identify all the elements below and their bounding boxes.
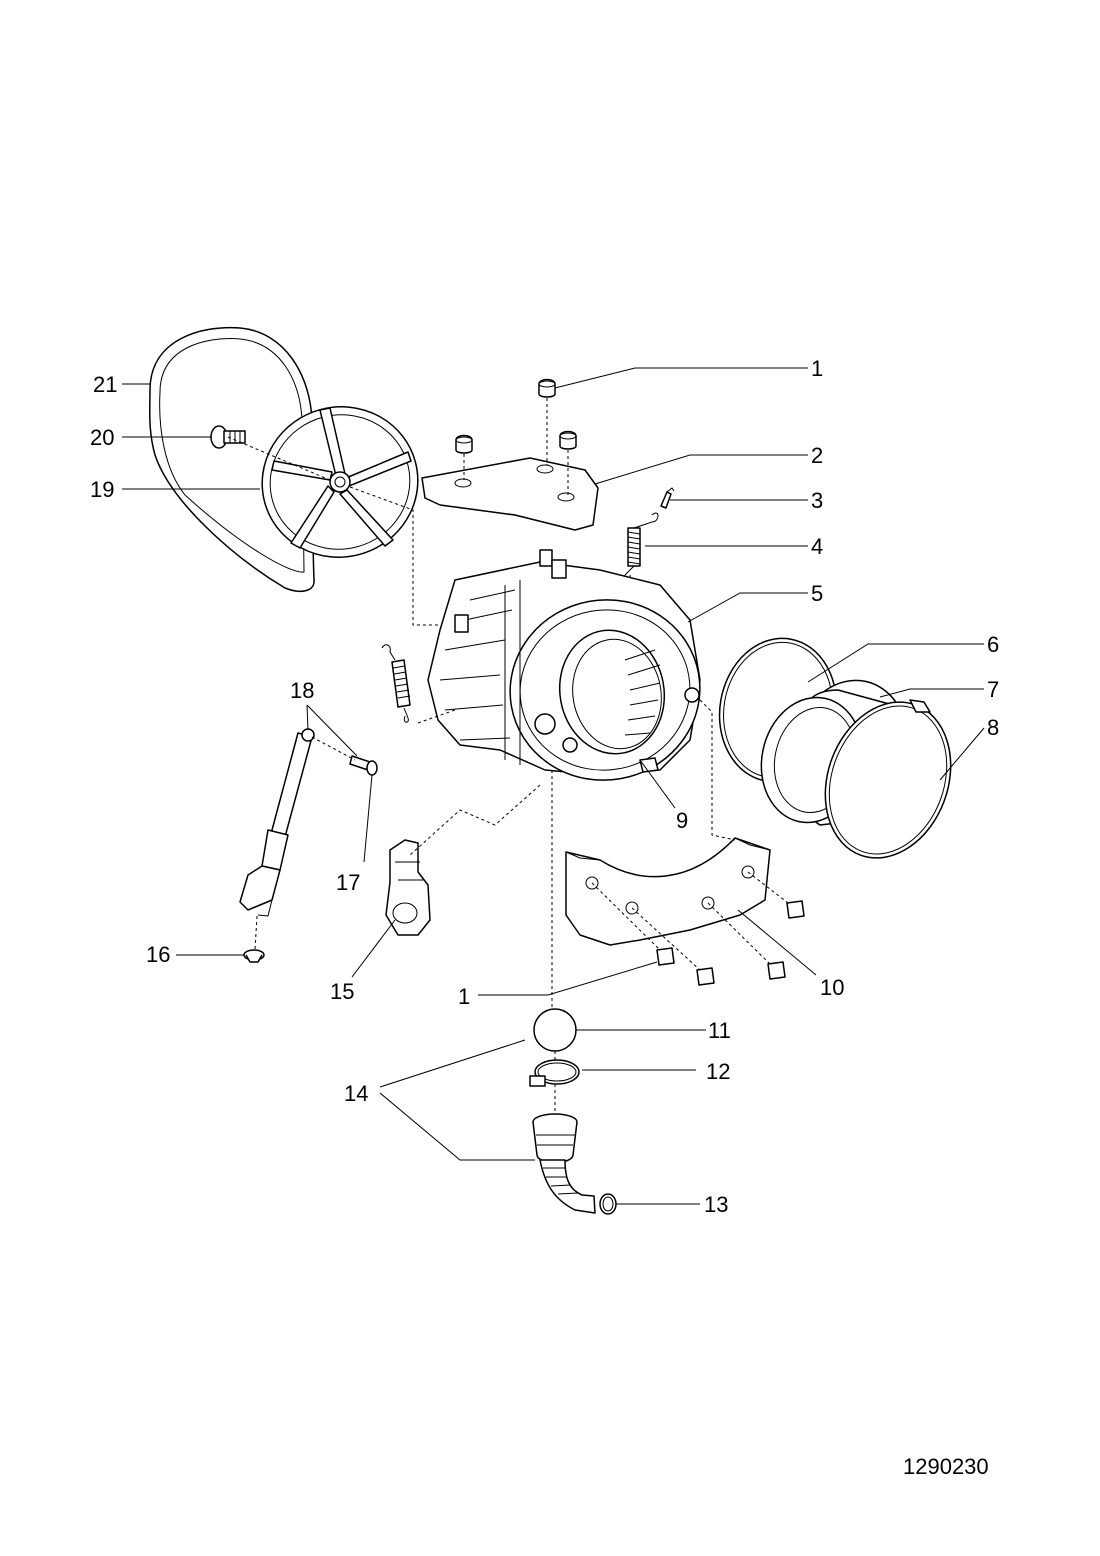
assembly-lines <box>227 436 736 1114</box>
callout-5: 5 <box>811 581 823 606</box>
callout-19: 19 <box>90 477 114 502</box>
ball-11 <box>533 1008 577 1052</box>
clamp-ring-8 <box>824 699 952 859</box>
callout-16: 16 <box>146 942 170 967</box>
spring-4 <box>623 512 659 581</box>
spring-left <box>381 644 411 723</box>
callout-7: 7 <box>987 677 999 702</box>
hose-clamp-12 <box>529 1059 580 1087</box>
callout-20: 20 <box>90 425 114 450</box>
callout-4: 4 <box>811 534 823 559</box>
lower-counterweight-10 <box>565 837 771 946</box>
callout-9: 9 <box>676 808 688 833</box>
top-counterweight-2 <box>421 457 599 531</box>
pin-17 <box>349 755 378 776</box>
shock-absorber-18 <box>239 728 315 917</box>
callout-14: 14 <box>344 1081 368 1106</box>
tub-5 <box>427 549 701 781</box>
callout-10: 10 <box>820 975 844 1000</box>
callout-1-top: 1 <box>811 356 823 381</box>
callout-8: 8 <box>987 715 999 740</box>
pump-fitting-15 <box>385 839 431 936</box>
callout-13: 13 <box>704 1192 728 1217</box>
callout-17: 17 <box>336 870 360 895</box>
clip-3 <box>660 487 675 509</box>
callout-2: 2 <box>811 443 823 468</box>
callout-labels: 1 2 3 4 5 6 7 8 9 10 1 11 12 13 14 15 16… <box>90 356 999 1217</box>
leader-lines <box>122 367 985 1205</box>
callout-12: 12 <box>706 1059 730 1084</box>
callout-6: 6 <box>987 632 999 657</box>
callout-11: 11 <box>708 1018 731 1043</box>
callout-1-bottom: 1 <box>458 984 470 1009</box>
pulley-wheel-19 <box>261 406 419 558</box>
drawing-number: 1290230 <box>903 1454 989 1479</box>
nut-1-bottom <box>591 871 805 986</box>
drive-belt-21 <box>148 326 315 593</box>
nut-1-top <box>455 378 577 495</box>
callout-21: 21 <box>93 372 117 397</box>
callout-18: 18 <box>290 678 314 703</box>
clip-13 <box>599 1193 617 1215</box>
foot-16 <box>243 949 265 963</box>
sump-hose-14 <box>532 1113 596 1214</box>
callout-3: 3 <box>811 488 823 513</box>
callout-15: 15 <box>330 979 354 1004</box>
